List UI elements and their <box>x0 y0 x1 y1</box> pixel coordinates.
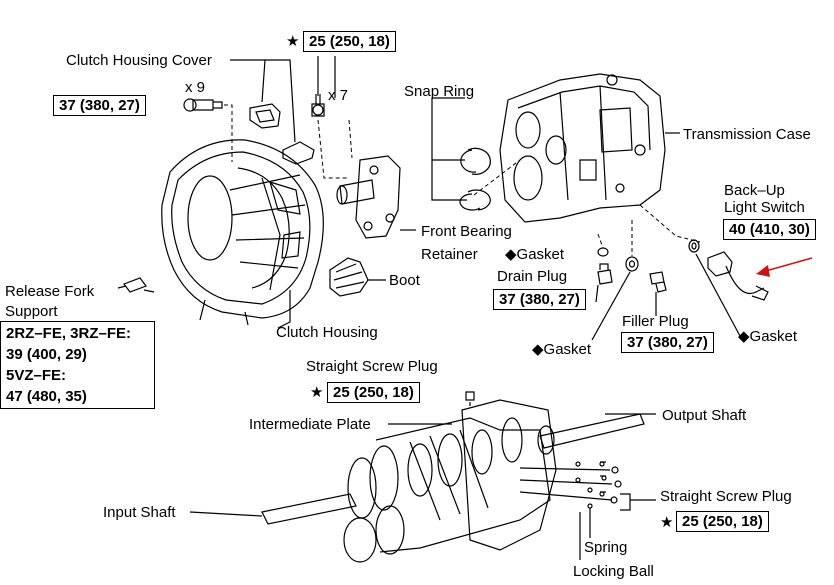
label-release-fork-line2: Support <box>5 303 58 320</box>
release-fork-support-drawing <box>117 277 147 293</box>
label-back-up-line2: Light Switch <box>724 199 805 216</box>
label-release-fork-line1: Release Fork <box>5 283 95 300</box>
star-marker-screw-plug-right: ★ <box>660 514 674 531</box>
boot-drawing <box>329 257 369 297</box>
gasket-washers-drawing <box>597 239 700 272</box>
red-arrow <box>756 257 813 277</box>
clutch-housing-drawing <box>161 139 324 326</box>
label-drain-plug: Drain Plug <box>497 268 568 285</box>
label-bolt-count-x7: x 7 <box>328 87 349 104</box>
label-output-shaft: Output Shaft <box>662 407 747 424</box>
label-gasket-b: ◆Gasket <box>532 341 592 358</box>
label-boot: Boot <box>389 272 420 289</box>
front-bearing-retainer-drawing <box>336 155 401 239</box>
drain-plug-drawing <box>597 263 613 285</box>
label-straight-screw-plug-right: Straight Screw Plug <box>660 488 792 505</box>
label-gasket-a: ◆Gasket <box>505 246 565 263</box>
torque-drain-plug: 37 (380, 27) <box>493 289 586 310</box>
torque-bolt-x7: 25 (250, 18) <box>303 31 396 52</box>
label-transmission-case: Transmission Case <box>683 126 811 143</box>
label-spring: Spring <box>584 539 628 556</box>
snap-ring-drawing <box>459 147 491 211</box>
star-marker-screw-plug-top: ★ <box>310 384 324 401</box>
label-front-bearing-line1: Front Bearing <box>421 223 512 240</box>
torque-filler-plug: 37 (380, 27) <box>621 332 714 353</box>
transmission-case-drawing <box>499 73 666 223</box>
spec-line-torque-b: 47 (480, 35) <box>6 388 87 405</box>
label-bolt-count-x9: x 9 <box>185 79 206 96</box>
shaft-assembly-drawing <box>261 391 645 563</box>
label-locking-ball: Locking Ball <box>573 563 654 580</box>
torque-bolt-x9: 37 (380, 27) <box>53 95 146 116</box>
leader-lines <box>143 56 741 560</box>
label-filler-plug: Filler Plug <box>622 313 689 330</box>
clutch-housing-cover-drawing <box>249 103 315 165</box>
release-fork-spec-box: 2RZ–FE, 3RZ–FE: 39 (400, 29) 5VZ–FE: 47 … <box>0 321 155 409</box>
bolt-x9-drawing <box>183 98 223 112</box>
spec-line-engines-b: 5VZ–FE: <box>6 367 67 384</box>
spec-line-torque-a: 39 (400, 29) <box>6 346 87 363</box>
label-straight-screw-plug-top: Straight Screw Plug <box>306 358 438 375</box>
torque-back-up-switch: 40 (410, 30) <box>723 219 816 240</box>
spec-line-engines-a: 2RZ–FE, 3RZ–FE: <box>6 325 132 342</box>
back-up-light-switch-drawing <box>707 251 769 301</box>
label-snap-ring: Snap Ring <box>404 83 475 100</box>
label-gasket-c: ◆Gasket <box>738 328 798 345</box>
label-clutch-housing-cover: Clutch Housing Cover <box>66 52 212 69</box>
bolt-x7-drawing <box>311 94 325 117</box>
label-input-shaft: Input Shaft <box>103 504 176 521</box>
torque-screw-plug-top: 25 (250, 18) <box>327 382 420 403</box>
label-front-bearing-line2: Retainer <box>421 246 478 263</box>
filler-plug-drawing <box>649 271 667 293</box>
label-intermediate-plate: Intermediate Plate <box>249 416 371 433</box>
label-back-up-line1: Back–Up <box>724 182 785 199</box>
torque-screw-plug-right: 25 (250, 18) <box>676 511 769 532</box>
star-marker-x7: ★ <box>286 33 300 50</box>
label-clutch-housing: Clutch Housing <box>276 324 378 341</box>
